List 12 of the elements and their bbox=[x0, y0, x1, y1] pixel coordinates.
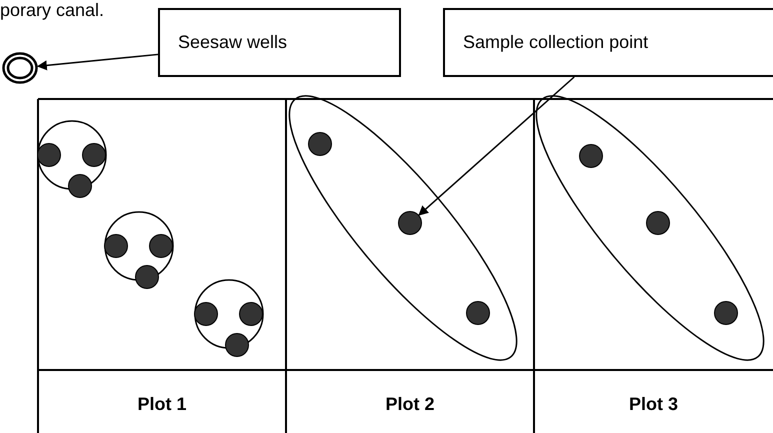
plot-label: Plot 1 bbox=[138, 394, 186, 415]
seesaw-well-symbol bbox=[2, 52, 38, 84]
callout-text: Sample collection point bbox=[462, 32, 648, 53]
sample-point-dot bbox=[398, 211, 422, 235]
callout-text: Seesaw wells bbox=[177, 32, 288, 53]
plot-label: Plot 2 bbox=[386, 394, 434, 415]
plot-label: Plot 3 bbox=[629, 394, 678, 415]
arrow bbox=[36, 54, 158, 70]
callout-box bbox=[158, 8, 401, 77]
arrow bbox=[418, 76, 575, 216]
note-text: porary canal. bbox=[0, 0, 104, 21]
callout-box bbox=[443, 8, 773, 77]
